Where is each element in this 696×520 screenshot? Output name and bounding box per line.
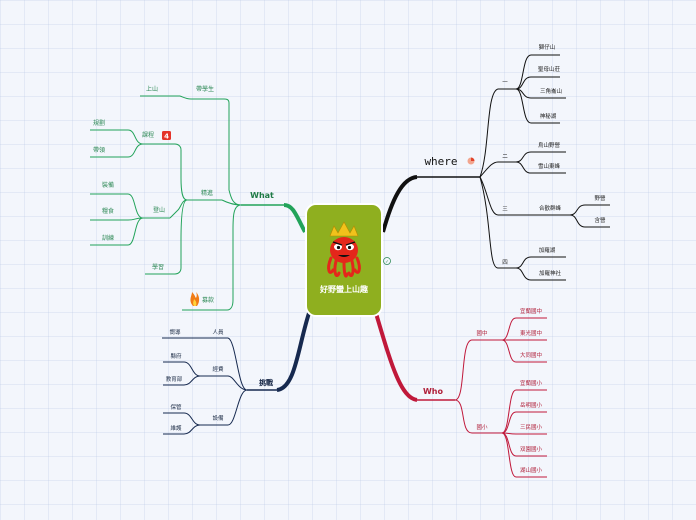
node-build[interactable]: 精進 [201, 189, 213, 197]
challenge-people[interactable]: 人員 [212, 329, 224, 336]
node-course-plan[interactable]: 規劃 [93, 119, 105, 127]
where-item-1-3[interactable]: 三角崙山 [540, 87, 562, 95]
branch-what-label[interactable]: What [250, 191, 274, 200]
node-tutor[interactable]: 帶學生 [196, 85, 214, 93]
node-tutor-up[interactable]: 上山 [146, 85, 158, 93]
task-4-icon: 4 [162, 131, 171, 141]
where-item-3-1[interactable]: 合歡群峰 [539, 204, 562, 212]
svg-text:4: 4 [164, 133, 169, 141]
where-item-4-1[interactable]: 加羅湖 [539, 246, 556, 254]
who-elementary-2[interactable]: 岳明國小 [520, 401, 543, 409]
progress-icon [467, 157, 475, 165]
branch-challenge-lines [162, 309, 312, 435]
node-mountain[interactable]: 登山 [153, 206, 165, 214]
where-item-2-1[interactable]: 烏山野營 [538, 141, 561, 149]
who-elementary-3[interactable]: 三民國小 [520, 423, 543, 431]
challenge-maintenance[interactable]: 維護 [170, 424, 182, 432]
branch-who-lines [373, 309, 547, 478]
branch-who-label[interactable]: Who [423, 387, 444, 396]
where-subitem-3-2[interactable]: 含營 [594, 216, 606, 224]
node-training[interactable]: 訓練 [102, 234, 114, 242]
fire-icon [190, 292, 200, 306]
where-item-4-2[interactable]: 加羅神社 [539, 269, 562, 277]
where-group-4[interactable]: 四 [502, 259, 508, 266]
challenge-equipment[interactable]: 設備 [212, 414, 224, 422]
node-food[interactable]: 糧食 [102, 207, 114, 215]
challenge-storage[interactable]: 保管 [170, 403, 182, 411]
where-group-1[interactable]: 一 [502, 80, 508, 86]
branch-challenge-label[interactable]: 挑戰 [259, 378, 273, 387]
where-item-1-2[interactable]: 聖母山莊 [538, 65, 561, 73]
challenge-guide[interactable]: 嚮導 [169, 328, 181, 336]
node-course-lead[interactable]: 帶領 [93, 146, 105, 154]
svg-text:✓: ✓ [385, 260, 389, 265]
branch-what-lines [90, 95, 307, 311]
node-fundraise[interactable]: 募款 [202, 296, 214, 304]
where-group-2[interactable]: 二 [502, 154, 508, 160]
where-subitem-3-1[interactable]: 野營 [594, 194, 606, 202]
where-item-1-1[interactable]: 獅仔山 [539, 43, 556, 51]
who-junior-3[interactable]: 大同國中 [520, 351, 542, 359]
who-elementary-5[interactable]: 湖山國小 [520, 466, 543, 474]
challenge-county[interactable]: 縣府 [170, 352, 182, 360]
where-item-1-4[interactable]: 神秘湖 [540, 112, 557, 120]
node-study[interactable]: 學習 [152, 263, 164, 271]
node-course[interactable]: 課程 [142, 131, 154, 139]
where-item-2-2[interactable]: 雪山東峰 [538, 162, 561, 170]
challenge-ministry[interactable]: 教育部 [166, 375, 183, 383]
mascot-icon [327, 221, 361, 278]
who-elementary-1[interactable]: 宜蘭國小 [520, 379, 543, 387]
branch-where-lines [381, 54, 610, 281]
where-group-3[interactable]: 三 [502, 206, 508, 213]
who-junior-1[interactable]: 宜蘭國中 [520, 307, 542, 315]
branch-where-label[interactable]: where [424, 155, 457, 168]
who-junior[interactable]: 國中 [476, 329, 487, 337]
node-gear[interactable]: 裝備 [102, 181, 114, 189]
central-title: 好野蠻上山趣 [319, 284, 369, 294]
challenge-funding[interactable]: 經費 [212, 365, 224, 373]
who-elementary-4[interactable]: 双園國小 [520, 445, 543, 453]
priority-icon: ✓ [383, 257, 391, 265]
who-junior-2[interactable]: 東光國中 [520, 329, 542, 337]
who-elementary[interactable]: 國小 [476, 423, 488, 431]
